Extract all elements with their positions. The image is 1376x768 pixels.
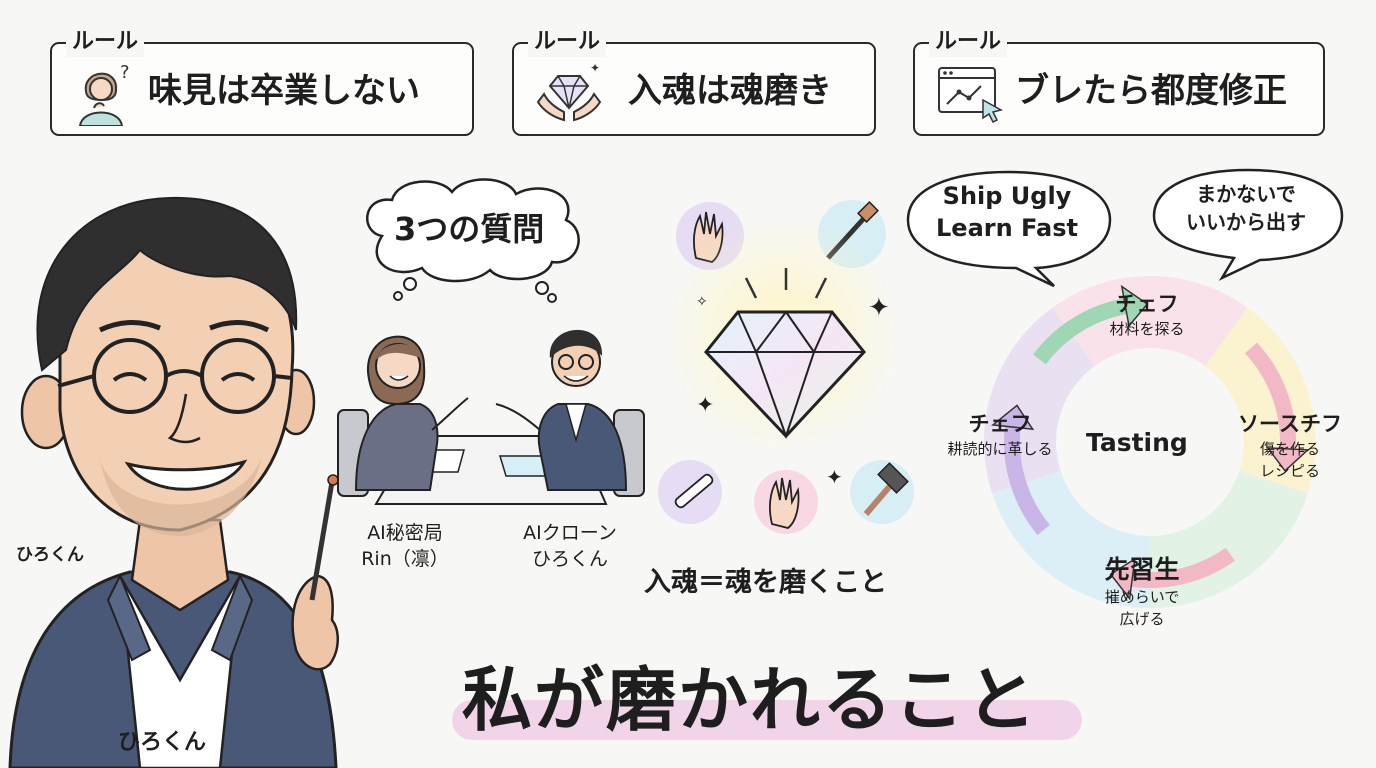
tasting-cycle-diagram (980, 272, 1320, 612)
presenter-name-label: ひろくん (16, 545, 84, 565)
svg-text:✦: ✦ (826, 465, 843, 489)
stage-right: ソースチフ 傷を作る レシピる (1226, 408, 1354, 482)
diamond-caption: 入魂＝魂を磨くこと (644, 567, 887, 598)
cycle-arrowhead (1120, 284, 1149, 328)
headline-title: 私が磨かれること (462, 659, 1038, 741)
rule-tag: ルール (528, 27, 607, 57)
cycle-arrow (1033, 298, 1127, 365)
stage-right-desc-2: レシピる (1259, 462, 1320, 480)
rule-text: ブレたら都度修正 (1015, 71, 1287, 111)
rule-text: 入魂は魂磨き (628, 71, 832, 111)
speech-bubble-left: Ship Ugly Learn Fast (904, 168, 1114, 290)
stage-left-desc: 耕読的に革しる (947, 440, 1053, 458)
assistant-label: AI秘密局 Rin（凛） (350, 520, 460, 572)
svg-text:✦: ✦ (868, 293, 890, 323)
stage-bottom: 先習生 摧めらいで 広げる (1082, 550, 1202, 630)
svg-text:?: ? (120, 62, 130, 83)
thought-bubble: 3つの質問 (352, 174, 592, 304)
stage-bottom-desc-1: 摧めらいで (1104, 588, 1180, 606)
speech-right-line1: まかないで (1196, 182, 1296, 206)
presenter-illustration (0, 180, 360, 768)
rule-tag: ルール (929, 27, 1008, 57)
cycle-arrow (1245, 342, 1296, 450)
speech-right-line2: いいから出す (1186, 210, 1306, 234)
rule-box-2: ルール ✦ 入魂は魂磨き (512, 27, 876, 136)
presenter-name-caption: ひろくん (118, 730, 207, 755)
rule-tag: ルール (66, 27, 145, 57)
cycle-segment (1052, 276, 1248, 366)
speech-left-line2: Learn Fast (936, 214, 1078, 242)
stage-left: チェフ 耕読的に革しる (920, 408, 1080, 459)
clone-label-line2: ひろくん (531, 548, 608, 570)
svg-text:✦: ✦ (590, 61, 600, 75)
thought-bubble-text: 3つの質問 (394, 210, 545, 248)
rule-box-3: ルール ブレたら都度修正 (913, 27, 1325, 136)
assistant-label-line2: Rin（凛） (361, 548, 449, 570)
diamond-hands-icon: ✦ (534, 56, 604, 126)
speech-bubble-right: まかないで いいから出す (1150, 166, 1346, 282)
cycle-arrow (1131, 547, 1235, 588)
speech-left-line1: Ship Ugly (942, 182, 1072, 210)
stage-top-desc: 材料を探る (1109, 320, 1185, 338)
cycle-center-label: Tasting (1086, 428, 1188, 457)
svg-text:✧: ✧ (696, 294, 708, 310)
assistant-label-line1: AI秘密局 (367, 522, 443, 544)
svg-text:✦: ✦ (696, 393, 714, 418)
cycle-ring (984, 276, 1316, 608)
browser-chart-cursor-icon (935, 56, 1005, 126)
speech-left-text: Ship Ugly Learn Fast (904, 180, 1110, 244)
stage-bottom-title: 先習生 (1104, 555, 1180, 584)
diamond-illustration: ✦ ✦ ✧ ✦ (652, 186, 922, 576)
stage-right-title: ソースチフ (1238, 412, 1342, 436)
stage-right-desc-1: 傷を作る (1259, 440, 1320, 458)
thinking-person-icon: ? (72, 56, 142, 126)
stage-bottom-desc-2: 広げる (1119, 610, 1165, 628)
cycle-arrowhead (991, 404, 1035, 431)
rule-text: 味見は卒業しない (148, 71, 420, 111)
rule-box-1: ルール ? 味見は卒業しない (50, 27, 474, 136)
stage-left-title: チェフ (968, 412, 1032, 436)
cycle-arrowhead (1109, 557, 1136, 601)
cycle-arrowhead (1266, 447, 1310, 472)
speech-right-text: まかないで いいから出す (1150, 180, 1342, 236)
cycle-arrow (1004, 426, 1050, 536)
stage-top: チェフ 材料を探る (1082, 288, 1212, 339)
meeting-illustration (336, 300, 646, 510)
clone-label: AIクローン ひろくん (510, 520, 630, 572)
clone-label-line1: AIクローン (523, 522, 617, 544)
stage-top-title: チェフ (1115, 292, 1179, 316)
headline-highlight (452, 700, 1082, 740)
